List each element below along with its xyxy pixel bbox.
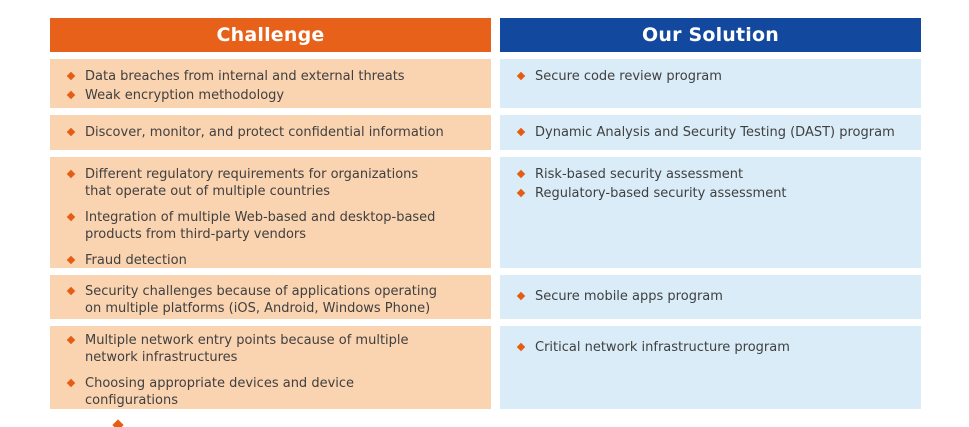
bullet-text: Discover, monitor, and protect confident…	[85, 125, 444, 140]
diamond-bullet-icon	[66, 71, 76, 81]
bullet-item: Regulatory-based security assessment	[516, 185, 915, 202]
diamond-bullet-icon	[66, 90, 76, 100]
bullet-text: Critical network infrastructure program	[535, 340, 790, 355]
diamond-bullet-icon	[516, 291, 526, 301]
bullet-item: Choosing appropriate devices and device …	[66, 375, 485, 409]
challenge-cell-3: Different regulatory requirements for or…	[50, 157, 491, 268]
diamond-bullet-icon	[66, 335, 76, 345]
bullet-item: Data breaches from internal and external…	[66, 68, 485, 85]
bullet-text: Dynamic Analysis and Security Testing (D…	[535, 125, 895, 140]
solution-cell-2: Dynamic Analysis and Security Testing (D…	[500, 115, 921, 150]
bullet-text: Security challenges because of applicati…	[85, 284, 437, 316]
bullet-text: Secure mobile apps program	[535, 289, 723, 304]
bullet-text: Choosing appropriate devices and device …	[85, 376, 355, 408]
diamond-bullet-icon	[66, 255, 76, 265]
bullet-item: Integration of multiple Web-based and de…	[66, 209, 485, 243]
diamond-bullet-icon	[516, 342, 526, 352]
diamond-bullet-icon	[516, 169, 526, 179]
bullet-item: Fraud detection	[66, 252, 485, 268]
bullet-item: Risk-based security assessment	[516, 166, 915, 183]
diamond-bullet-icon	[66, 169, 76, 179]
diamond-bullet-icon	[66, 127, 76, 137]
bullet-item: Discover, monitor, and protect confident…	[66, 124, 485, 141]
bullet-item: Different regulatory requirements for or…	[66, 166, 485, 200]
bullet-text: Weak encryption methodology	[85, 88, 285, 103]
solution-cell-1: Secure code review program	[500, 59, 921, 108]
bullet-text: Data breaches from internal and external…	[85, 69, 405, 84]
bullet-text: Integration of multiple Web-based and de…	[85, 210, 436, 242]
challenge-cell-4: Security challenges because of applicati…	[50, 275, 491, 319]
challenge-cell-2: Discover, monitor, and protect confident…	[50, 115, 491, 150]
diamond-bullet-icon	[66, 286, 76, 296]
solution-header: Our Solution	[500, 18, 921, 52]
solution-cell-5: Critical network infrastructure program	[500, 326, 921, 409]
bullet-text: Multiple network entry points because of…	[85, 333, 409, 365]
diamond-bullet-icon	[516, 127, 526, 137]
bullet-text: Secure code review program	[535, 69, 722, 84]
diamond-bullet-icon	[516, 188, 526, 198]
challenge-header: Challenge	[50, 18, 491, 52]
solution-header-label: Our Solution	[641, 24, 779, 46]
diamond-bullet-icon	[66, 378, 76, 388]
bullet-text: Risk-based security assessment	[535, 167, 744, 182]
bullet-text: Fraud detection	[85, 253, 187, 268]
challenge-cell-5: Multiple network entry points because of…	[50, 326, 491, 409]
bullet-item: Secure code review program	[516, 68, 915, 85]
cropped-diamond-bullet-icon	[112, 419, 124, 427]
challenge-header-label: Challenge	[216, 24, 325, 46]
diamond-bullet-icon	[66, 212, 76, 222]
bullet-item: Critical network infrastructure program	[516, 339, 915, 356]
bullet-item: Weak encryption methodology	[66, 87, 485, 104]
bullet-text: Different regulatory requirements for or…	[85, 167, 419, 199]
challenge-solution-table: Challenge Our Solution Data breaches fro…	[50, 18, 921, 409]
bullet-item: Security challenges because of applicati…	[66, 283, 485, 317]
bullet-text: Regulatory-based security assessment	[535, 186, 787, 201]
bullet-item: Dynamic Analysis and Security Testing (D…	[516, 124, 915, 141]
bullet-item: Multiple network entry points because of…	[66, 332, 485, 366]
bullet-item: Secure mobile apps program	[516, 288, 915, 305]
diamond-bullet-icon	[516, 71, 526, 81]
solution-cell-3: Risk-based security assessment Regulator…	[500, 157, 921, 268]
solution-cell-4: Secure mobile apps program	[500, 275, 921, 319]
challenge-cell-1: Data breaches from internal and external…	[50, 59, 491, 108]
